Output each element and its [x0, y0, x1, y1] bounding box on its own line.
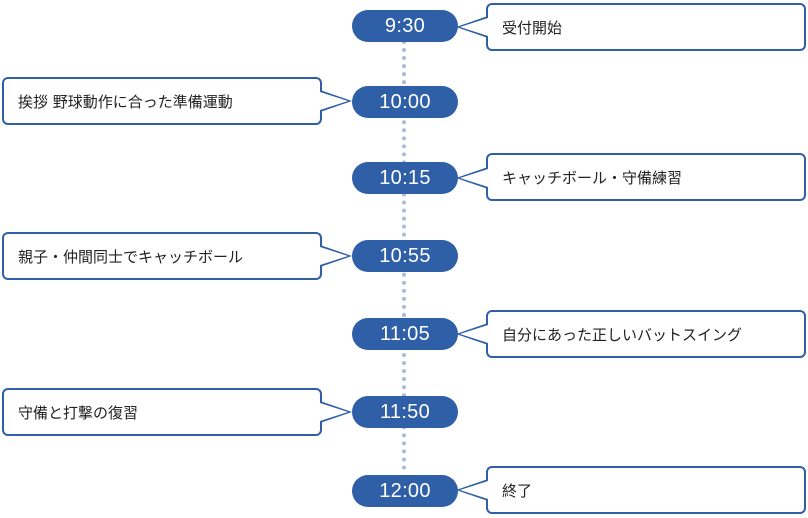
callout-tail-fill: [460, 169, 488, 187]
callout-tail-fill: [320, 92, 348, 110]
event-box: キャッチボール・守備練習: [486, 153, 806, 201]
event-label: 親子・仲間同士でキャッチボール: [18, 247, 244, 266]
event-label: 受付開始: [502, 18, 563, 37]
callout-tail-fill: [320, 247, 348, 265]
callout-tail-fill: [460, 18, 488, 36]
callout-tail-fill: [320, 403, 348, 421]
event-label: キャッチボール・守備練習: [502, 168, 683, 187]
event-box: 終了: [486, 466, 806, 514]
time-label: 9:30: [384, 14, 426, 37]
event-label: 挨拶 野球動作に合った準備運動: [18, 92, 233, 111]
event-box: 挨拶 野球動作に合った準備運動: [2, 77, 322, 125]
time-label: 11:05: [379, 322, 431, 345]
time-marker: 9:30: [352, 10, 458, 42]
time-label: 12:00: [379, 479, 431, 502]
event-box: 守備と打撃の復習: [2, 388, 322, 436]
event-box: 自分にあった正しいバットスイング: [486, 310, 806, 358]
time-marker: 10:00: [352, 86, 458, 118]
event-label: 自分にあった正しいバットスイング: [502, 325, 743, 344]
callout-tail-fill: [460, 325, 488, 343]
event-box: 親子・仲間同士でキャッチボール: [2, 232, 322, 280]
time-marker: 12:00: [352, 475, 458, 507]
time-label: 11:50: [379, 400, 431, 423]
time-label: 10:15: [379, 166, 431, 189]
time-marker: 10:15: [352, 162, 458, 194]
event-label: 守備と打撃の復習: [18, 403, 139, 422]
time-marker: 11:50: [352, 396, 458, 428]
time-label: 10:00: [379, 90, 431, 113]
event-label: 終了: [502, 481, 533, 500]
time-marker: 11:05: [352, 318, 458, 350]
time-marker: 10:55: [352, 240, 458, 272]
event-box: 受付開始: [486, 3, 806, 51]
callout-tail-fill: [460, 481, 488, 499]
time-label: 10:55: [379, 244, 431, 267]
